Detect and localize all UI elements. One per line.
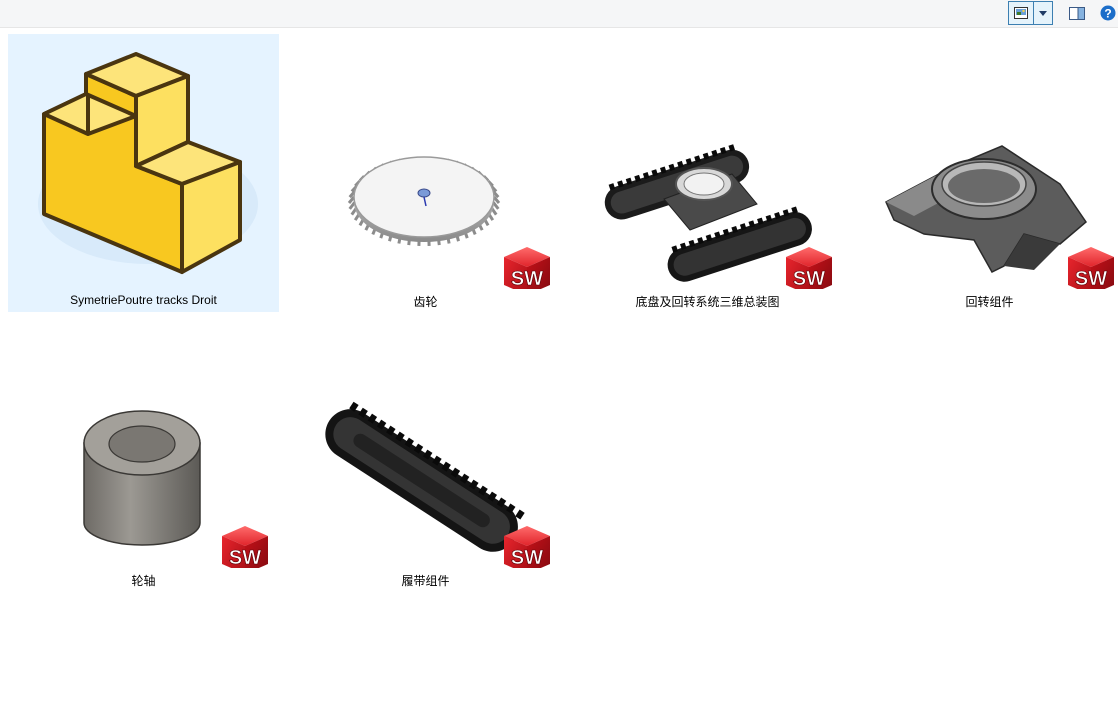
chevron-down-icon <box>1039 10 1047 16</box>
gear-model-thumbnail: SW <box>347 156 550 289</box>
file-item[interactable]: SymetriePoutre tracks Droit <box>8 34 279 312</box>
preview-pane-button[interactable] <box>1064 1 1090 25</box>
svg-text:SW: SW <box>793 268 825 289</box>
file-name-label: 履带组件 <box>401 574 450 588</box>
file-name-label: 齿轮 <box>413 295 438 309</box>
view-options-dropdown[interactable] <box>1034 1 1053 25</box>
svg-text:?: ? <box>1104 7 1111 21</box>
file-name-label: SymetriePoutre tracks Droit <box>70 293 217 307</box>
solidworks-badge-icon: SW <box>504 247 550 289</box>
help-button[interactable]: ? <box>1098 1 1118 25</box>
track-assembly-thumbnail: SW <box>325 401 550 568</box>
svg-text:SW: SW <box>511 547 543 568</box>
svg-text:SW: SW <box>229 547 261 568</box>
solidworks-badge-icon: SW <box>222 526 268 568</box>
file-item[interactable]: SW 底盘及回转系统三维总装图 <box>572 34 843 312</box>
axle-bushing-thumbnail: SW <box>83 410 268 568</box>
file-item[interactable]: SW 履带组件 <box>290 313 561 591</box>
solidworks-badge-icon: SW <box>1068 247 1114 289</box>
file-name-label: 回转组件 <box>965 295 1014 309</box>
svg-text:SW: SW <box>1075 268 1107 289</box>
solidworks-badge-icon: SW <box>504 526 550 568</box>
preview-pane-icon <box>1069 6 1085 20</box>
file-name-label: 底盘及回转系统三维总装图 <box>635 295 780 309</box>
help-icon: ? <box>1100 5 1116 21</box>
svg-text:SW: SW <box>511 268 543 289</box>
file-item[interactable]: SW 轮轴 <box>8 313 279 591</box>
slewing-assembly-thumbnail: SW <box>885 145 1114 289</box>
generic-3d-part-icon <box>38 52 258 274</box>
file-item[interactable]: SW 齿轮 <box>290 34 561 312</box>
large-icons-view-icon <box>1014 7 1028 19</box>
solidworks-badge-icon: SW <box>786 247 832 289</box>
file-name-label: 轮轴 <box>131 574 156 588</box>
change-view-button[interactable] <box>1008 1 1034 25</box>
command-bar: ? <box>0 0 1118 28</box>
file-item[interactable]: SW 回转组件 <box>854 34 1118 312</box>
chassis-assembly-thumbnail: SW <box>604 144 832 289</box>
file-list-view: SymetriePoutre tracks Droit SW 齿轮 <box>0 27 1118 708</box>
